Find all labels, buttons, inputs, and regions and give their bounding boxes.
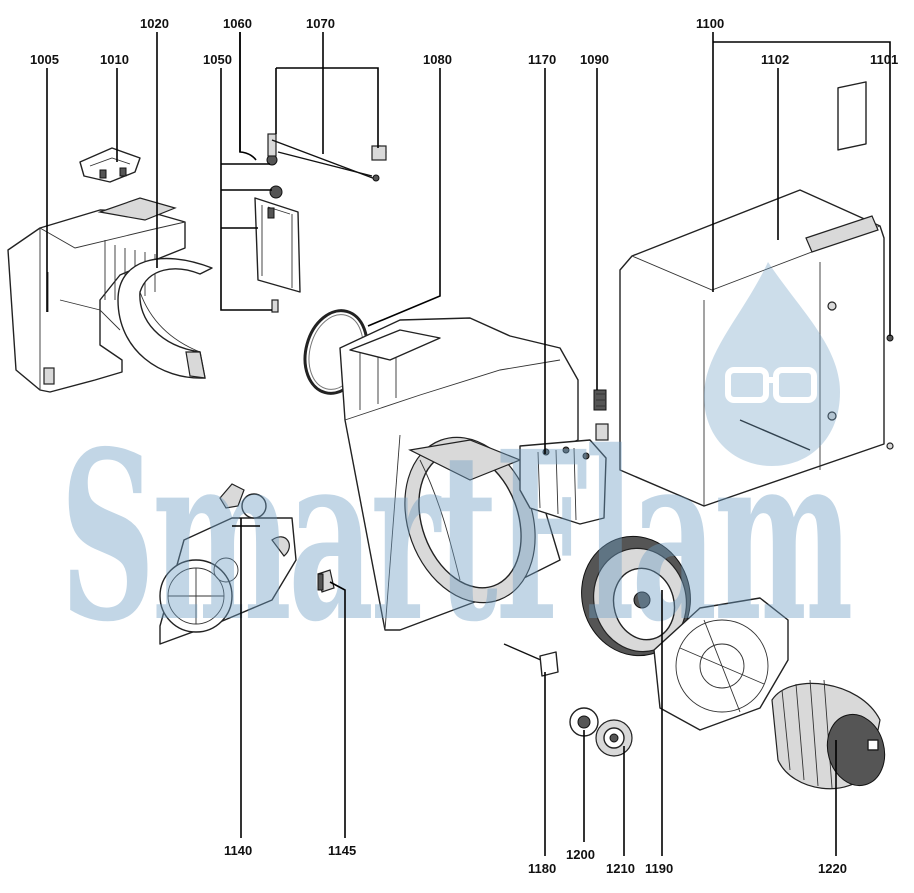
part-fan-housing [339, 317, 579, 631]
label-1050: 1050 [203, 52, 232, 67]
part-1170-bracket [519, 439, 607, 525]
part-1020-air-channel [117, 257, 213, 379]
part-1180-bracket [503, 643, 559, 677]
label-1020: 1020 [140, 16, 169, 31]
label-1080: 1080 [423, 52, 452, 67]
label-1010: 1010 [100, 52, 129, 67]
watermark-drop-logo-icon [704, 262, 840, 466]
part-1050-plate [254, 197, 301, 313]
label-1200: 1200 [566, 847, 595, 862]
label-1005: 1005 [30, 52, 59, 67]
label-1070: 1070 [306, 16, 335, 31]
part-1145-clip [317, 569, 335, 593]
part-1010-cover [79, 147, 141, 183]
label-1100: 1100 [696, 16, 724, 31]
part-1070-linkage-rod [271, 139, 387, 182]
label-1190: 1190 [645, 861, 673, 876]
part-1210-coupling [595, 719, 633, 757]
label-1101: 1101 [870, 52, 898, 67]
part-1090-clips [593, 389, 609, 441]
part-1140-inspection-cover [159, 483, 297, 645]
part-motor-flange [653, 597, 789, 731]
leader-lines [46, 32, 891, 856]
label-1145: 1145 [328, 843, 356, 858]
label-1102: 1102 [761, 52, 789, 67]
label-1180: 1180 [528, 861, 556, 876]
part-1060-screw [266, 133, 283, 199]
label-1220: 1220 [818, 861, 847, 876]
label-1140: 1140 [224, 843, 252, 858]
label-1060: 1060 [223, 16, 252, 31]
label-1210: 1210 [606, 861, 635, 876]
part-1100-control-cover [619, 81, 894, 507]
label-1170: 1170 [528, 52, 556, 67]
part-1220-motor [771, 679, 886, 790]
watermark-text: SmartFlam [60, 400, 851, 673]
label-1090: 1090 [580, 52, 609, 67]
part-labels: 1005 1010 1020 1050 1060 1070 1080 1170 … [30, 16, 898, 876]
